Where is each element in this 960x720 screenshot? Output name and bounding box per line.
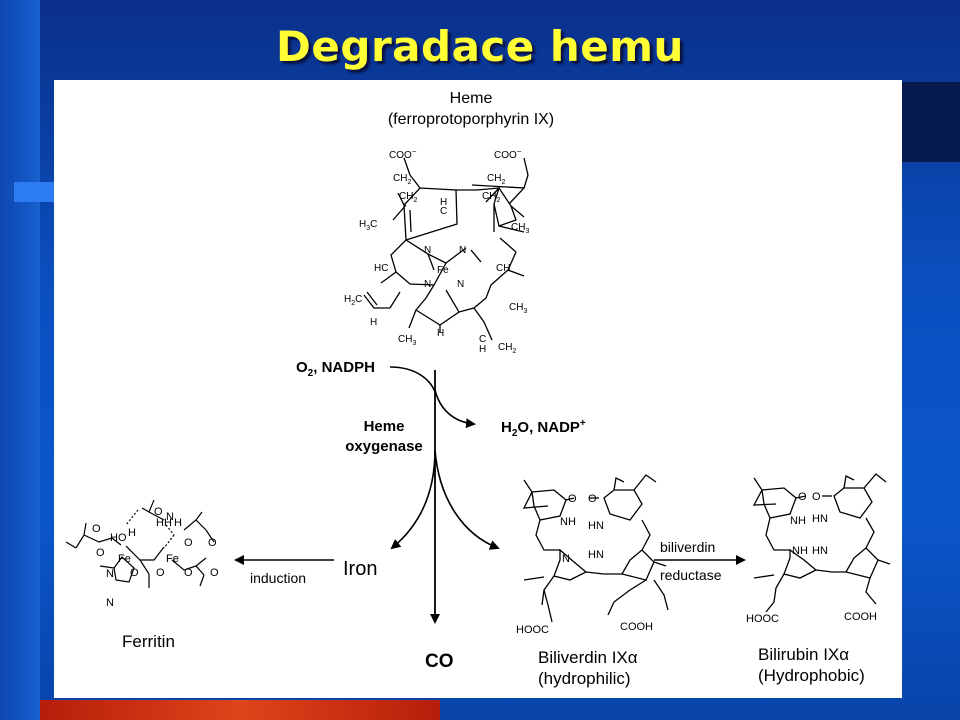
- ferritin-atom: N: [106, 568, 114, 580]
- biliverdin-atom: N: [562, 553, 570, 565]
- bilirubin-atom: NH: [790, 515, 806, 527]
- ferritin-atom: N: [166, 511, 174, 523]
- reagent-arrow: [389, 366, 437, 396]
- ferritin-atom: O: [208, 537, 217, 549]
- heme-title: Heme: [450, 90, 493, 107]
- heme-atom-labels: COO− COO− CH2 CH2 CH2 CH2 H3C CH3 H C N …: [344, 147, 529, 355]
- ferritin-atom: O: [130, 567, 139, 579]
- bilirubin-structure: [752, 473, 891, 613]
- biliverdin-atom: COOH: [620, 621, 653, 633]
- heme-atom: HC: [374, 263, 388, 274]
- heme-atom: CH2: [487, 173, 505, 186]
- biliverdin-atom: O: [588, 493, 597, 505]
- heme-atom: C: [440, 206, 447, 217]
- heme-atom: CH3: [398, 334, 416, 347]
- bilirubin-atom: HN: [812, 513, 828, 525]
- bilirubin-atom: HOOC: [746, 613, 779, 625]
- heme-atom: CH2: [498, 342, 516, 355]
- heme-atom: CH3: [511, 222, 529, 235]
- biliverdin-note: (hydrophilic): [538, 669, 631, 688]
- bilirubin-note: (Hydrophobic): [758, 666, 865, 685]
- heme-atom: N: [424, 245, 431, 256]
- heme-subtitle: (ferroprotoporphyrin IX): [388, 111, 554, 128]
- bilirubin-name: Bilirubin IXα: [758, 645, 849, 664]
- heme-atom: CH2: [393, 173, 411, 186]
- heme-atom: H: [370, 317, 377, 328]
- heme-atom: C: [479, 334, 486, 345]
- heme-degradation-diagram: Heme (ferroprotoporphyrin IX): [65, 90, 891, 688]
- ferritin-atom: O: [156, 567, 165, 579]
- left-decor-band: [0, 0, 40, 720]
- heme-atom: H: [437, 328, 444, 339]
- ferritin-atom: Fe: [166, 553, 179, 565]
- heme-structure: [363, 157, 529, 341]
- ferritin-structure: [65, 499, 215, 588]
- heme-atom: N: [459, 245, 466, 256]
- ferritin-atom: O: [184, 567, 193, 579]
- branch-arrow-iron: [390, 449, 436, 550]
- bilirubin-atom: COOH: [844, 611, 877, 623]
- biliverdin-name: Biliverdin IXα: [538, 648, 638, 667]
- ferritin-atom: O: [92, 523, 101, 535]
- co-label: CO: [425, 651, 454, 672]
- bilirubin-atom-labels: O O NH HN NH HN HOOC COOH: [746, 491, 877, 625]
- heme-atom: CH: [496, 263, 510, 274]
- biliverdin-atom: NH: [560, 516, 576, 528]
- heme-atom: Fe: [437, 265, 449, 276]
- bilirubin-atom: NH: [792, 545, 808, 557]
- products-right: H2O, NADP+: [501, 418, 586, 439]
- heme-atom: H: [440, 197, 447, 208]
- enzyme-line2: oxygenase: [345, 438, 423, 455]
- reagents-left: O2, NADPH: [296, 359, 375, 379]
- heme-atom: COO−: [494, 147, 522, 161]
- diagram-panel: Heme (ferroprotoporphyrin IX): [54, 80, 902, 698]
- ferritin-atom: H: [110, 532, 118, 544]
- biliverdin-atom: HOOC: [516, 624, 549, 636]
- ferritin-atom: O: [96, 547, 105, 559]
- ferritin-label: Ferritin: [122, 632, 175, 651]
- ferritin-atom: HH: [156, 517, 172, 529]
- ferritin-atom: N: [106, 597, 114, 609]
- heme-atom: CH2: [399, 191, 417, 204]
- heme-atom: H2C: [344, 294, 362, 307]
- ferritin-atom: O: [184, 537, 193, 549]
- reductase-line1: biliverdin: [660, 539, 715, 555]
- biliverdin-atom: O: [568, 493, 577, 505]
- ferritin-atom: O: [118, 532, 127, 544]
- heme-atom: CH3: [509, 302, 527, 315]
- ferritin-atom: H: [128, 527, 136, 539]
- bilirubin-atom: O: [812, 491, 821, 503]
- biliverdin-atom: HN: [588, 549, 604, 561]
- heme-atom: CH2: [482, 191, 500, 204]
- heme-atom: N: [457, 279, 464, 290]
- branch-arrow-biliverdin: [434, 449, 500, 550]
- heme-atom: N: [424, 279, 431, 290]
- ferritin-atom: H: [174, 517, 182, 529]
- bilirubin-atom: HN: [812, 545, 828, 557]
- enzyme-line1: Heme: [364, 418, 405, 435]
- ferritin-atom: O: [154, 506, 163, 518]
- ferritin-atom-labels: O O H O H Fe N N O O HH N H O Fe O O O O: [92, 506, 219, 609]
- biliverdin-atom-labels: O O NH HN N HN HOOC COOH: [516, 493, 653, 636]
- slide-title: Degradace hemu: [276, 22, 684, 71]
- biliverdin-atom: HN: [588, 520, 604, 532]
- ferritin-atom: O: [210, 567, 219, 579]
- right-accent-block: [900, 82, 960, 162]
- branch-arrow-products: [434, 389, 476, 429]
- iron-label: Iron: [343, 558, 377, 580]
- heme-atom: H3C: [359, 219, 377, 232]
- biliverdin-structure: [522, 474, 669, 623]
- heme-atom: H: [479, 344, 486, 355]
- heme-atom: COO−: [389, 147, 417, 161]
- reductase-line2: reductase: [660, 567, 722, 583]
- induction-label: induction: [250, 570, 306, 586]
- bottom-accent-bar: [40, 700, 440, 720]
- ferritin-atom: Fe: [118, 553, 131, 565]
- bilirubin-atom: O: [798, 491, 807, 503]
